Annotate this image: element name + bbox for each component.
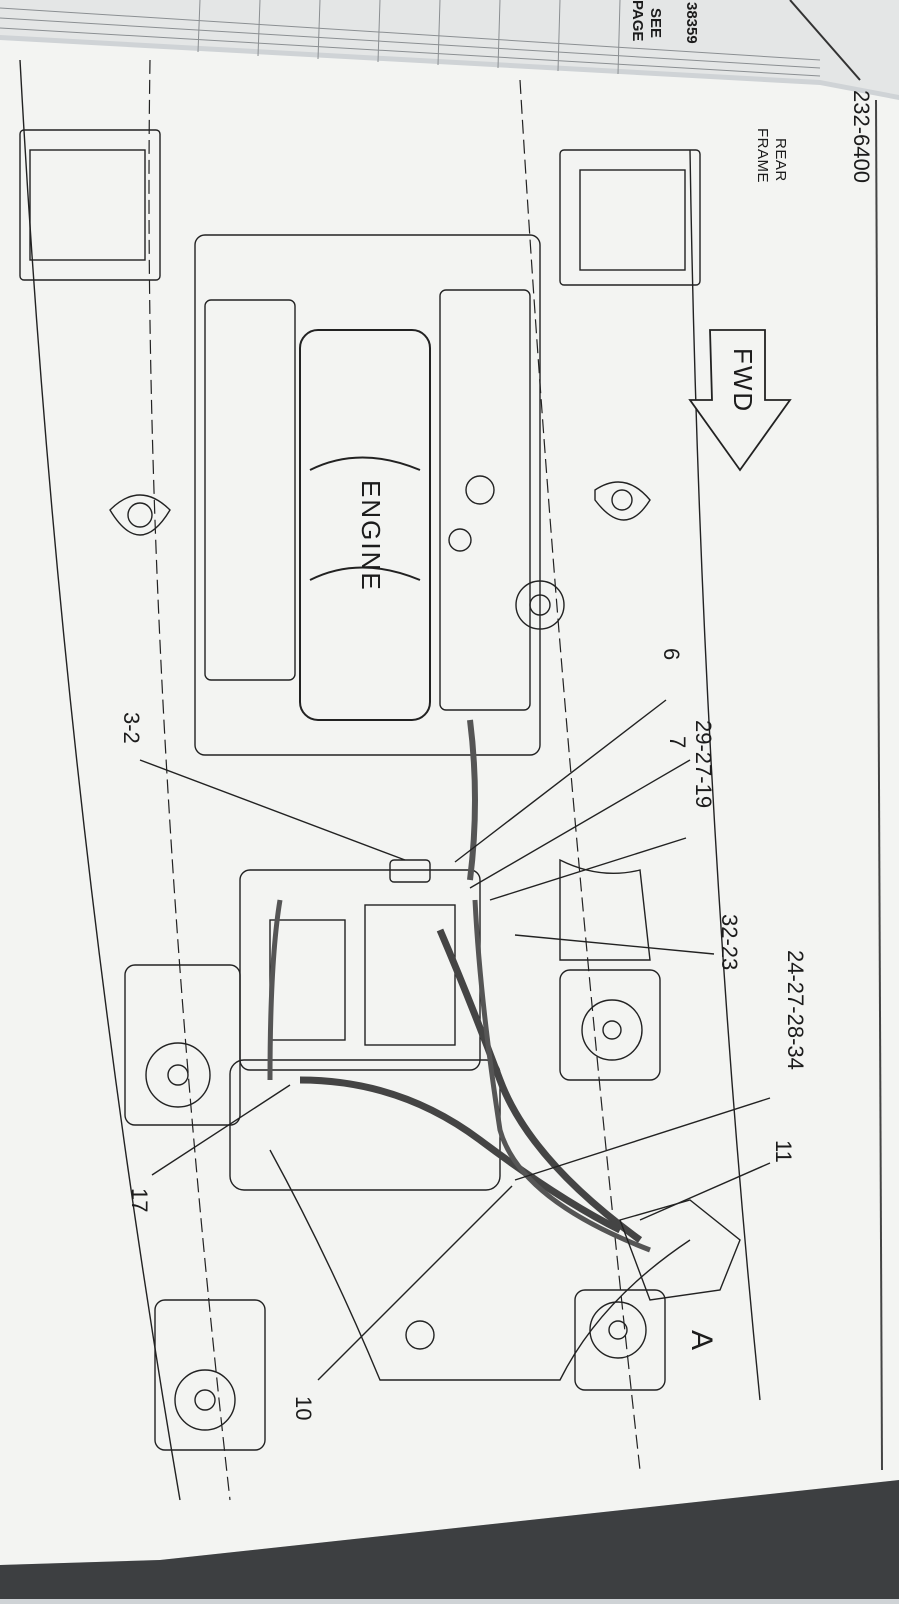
frame-crossmember xyxy=(559,858,651,961)
front-frame-hole xyxy=(405,1320,435,1350)
mount-pad-left-lower xyxy=(154,1299,266,1451)
mount-pad-right-lower-bolt xyxy=(589,1301,647,1359)
frame-rail-right-outer xyxy=(689,149,761,1401)
rear-frame-label-1: REAR xyxy=(772,138,789,182)
transmission-valve xyxy=(364,904,456,1046)
bottom-edge xyxy=(0,1480,899,1599)
rear-frame-label-2: FRAME xyxy=(754,128,771,183)
callout-32-23: 32-23 xyxy=(717,914,742,971)
sheet-ref: 38359 xyxy=(683,2,700,44)
engine-filter-2 xyxy=(448,528,472,552)
rear-frame-block-right-inner xyxy=(579,169,686,271)
right-border-line xyxy=(875,99,883,1471)
engine-pulley xyxy=(515,580,565,630)
leader-lines xyxy=(139,699,771,1381)
callout-3-2: 3-2 xyxy=(119,712,144,744)
engine-pulley-hub xyxy=(529,594,551,616)
callout-10: 10 xyxy=(291,1396,316,1421)
engine-label: ENGINE xyxy=(356,480,386,592)
fwd-label: FWD xyxy=(728,348,758,414)
page-fold-line xyxy=(789,0,861,81)
callout-17: 17 xyxy=(127,1188,152,1213)
hydraulic-hose-3 xyxy=(472,899,651,1253)
lift-eye-right-hole xyxy=(611,489,633,511)
engine-filter xyxy=(465,475,495,505)
mount-pad-left-upper-bolt-inner xyxy=(167,1064,189,1086)
rear-frame-block-right xyxy=(559,149,701,286)
page-stack-lines xyxy=(0,0,821,77)
mount-pad-right-lower-bolt-inner xyxy=(608,1320,628,1340)
lift-eye-left xyxy=(109,494,171,536)
fwd-arrow xyxy=(688,329,792,472)
hydraulic-hose-2 xyxy=(299,1076,622,1234)
hydraulic-hose-1 xyxy=(436,928,643,1243)
callout-6: 6 xyxy=(659,648,684,661)
frame-rail-right xyxy=(519,79,641,1471)
engine-block xyxy=(194,234,541,756)
frame-rail-left xyxy=(148,59,231,1501)
see-page-line1: SEE xyxy=(647,8,664,39)
lift-eye-right xyxy=(594,481,651,521)
engine-side-left xyxy=(204,299,296,681)
mount-pad-right-upper-bolt-inner xyxy=(602,1020,622,1040)
lift-eye-left-hole xyxy=(127,502,153,528)
part-number: 232-6400 xyxy=(849,90,874,183)
rear-frame-block-left-inner xyxy=(29,149,146,261)
paper-sheet xyxy=(0,40,899,1565)
hydraulic-hose-4 xyxy=(467,719,478,881)
mount-pad-left-upper-bolt xyxy=(145,1042,211,1108)
front-frame-plate xyxy=(269,1149,691,1381)
callout-7: 7 xyxy=(665,736,690,749)
rear-frame-block-left xyxy=(19,129,161,281)
callout-29-27-19: 29-27-19 xyxy=(691,720,716,809)
mount-pad-left-lower-bolt xyxy=(174,1369,236,1431)
engine-head xyxy=(299,329,431,721)
mount-pad-left-lower-bolt-inner xyxy=(194,1389,216,1411)
engine-side-right xyxy=(439,289,531,711)
mount-pad-right-lower xyxy=(574,1289,666,1391)
hose-clamp xyxy=(389,859,431,883)
view-label: A xyxy=(685,1330,718,1351)
mount-pad-right-upper-bolt xyxy=(581,999,643,1061)
mount-pad-left-upper xyxy=(124,964,241,1126)
mount-pad-right-upper xyxy=(559,969,661,1081)
hydraulic-hose-5 xyxy=(267,899,283,1081)
callout-11: 11 xyxy=(771,1140,796,1163)
callout-24-27-28-34: 24-27-28-34 xyxy=(783,950,808,1070)
engine-cylinder-dividers xyxy=(309,456,421,581)
see-page-line2: PAGE xyxy=(629,0,646,42)
page-stack-edge xyxy=(0,0,899,95)
